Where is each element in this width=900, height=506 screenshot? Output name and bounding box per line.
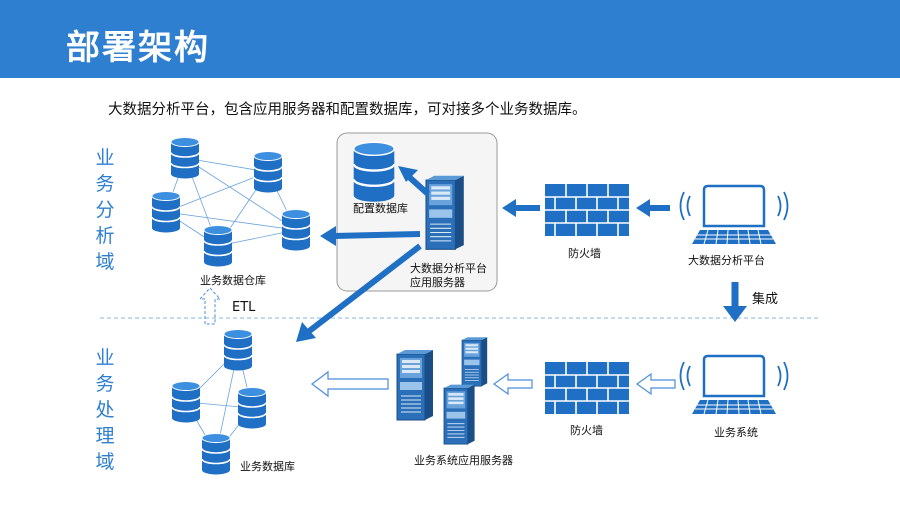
business-servers-label: 业务系统应用服务器 bbox=[414, 454, 513, 467]
arrow-firewall-to-server bbox=[502, 199, 540, 217]
business-db-icon-4 bbox=[201, 432, 231, 476]
header-bar: 部署架构 bbox=[0, 0, 900, 78]
bigdata-platform-laptop-icon bbox=[679, 184, 789, 246]
arrow-laptop-to-firewall bbox=[636, 199, 670, 217]
config-db-icon bbox=[352, 141, 396, 203]
arrow-server-to-warehouse bbox=[320, 226, 421, 246]
app-server-icon bbox=[425, 175, 465, 250]
arrow-server-to-business-db bbox=[296, 243, 422, 342]
business-db-icon-1 bbox=[223, 328, 253, 372]
etl-label: ETL bbox=[232, 300, 256, 315]
firewall-bottom-icon bbox=[544, 361, 630, 415]
warehouse-db-icon-2 bbox=[253, 150, 283, 194]
app-server-label-line2: 应用服务器 bbox=[410, 276, 465, 289]
firewall-bottom-label: 防火墙 bbox=[570, 424, 603, 437]
business-system-laptop-icon bbox=[679, 354, 789, 416]
business-db-icon-2 bbox=[171, 380, 201, 424]
warehouse-db-icon-4 bbox=[281, 208, 311, 252]
arrow-integration-down bbox=[723, 282, 747, 322]
business-db-label: 业务数据库 bbox=[240, 460, 295, 473]
app-server-label-line1: 大数据分析平台 bbox=[410, 262, 487, 275]
warehouse-label: 业务数据仓库 bbox=[200, 274, 266, 287]
page-title: 部署架构 bbox=[66, 28, 210, 68]
business-system-label: 业务系统 bbox=[714, 426, 758, 439]
domain-label-processing: 业务处理域 bbox=[95, 347, 115, 473]
arrow-etl-up bbox=[198, 287, 222, 325]
integration-label: 集成 bbox=[752, 292, 779, 307]
business-server-icon-3 bbox=[443, 384, 476, 445]
business-server-icon-1 bbox=[396, 349, 434, 421]
firewall-top-label: 防火墙 bbox=[568, 247, 601, 260]
page-subtitle: 大数据分析平台，包含应用服务器和配置数据库，可对接多个业务数据库。 bbox=[108, 102, 587, 118]
arrow-laptop-to-firewall-bottom bbox=[635, 372, 676, 396]
arrow-firewall-to-servers bbox=[492, 372, 533, 396]
business-db-icon-3 bbox=[237, 386, 267, 430]
business-server-icon-2 bbox=[461, 336, 488, 387]
arrow-server-to-configdb bbox=[398, 166, 431, 197]
firewall-top-icon bbox=[544, 183, 630, 237]
warehouse-db-icon-3 bbox=[151, 190, 181, 234]
warehouse-db-icon-5 bbox=[203, 224, 233, 268]
arrow-servers-to-business-db bbox=[311, 370, 389, 398]
warehouse-db-icon-1 bbox=[170, 136, 200, 180]
bigdata-platform-label: 大数据分析平台 bbox=[688, 254, 765, 267]
config-db-label: 配置数据库 bbox=[353, 202, 408, 215]
domain-label-analysis: 业务分析域 bbox=[95, 147, 115, 273]
